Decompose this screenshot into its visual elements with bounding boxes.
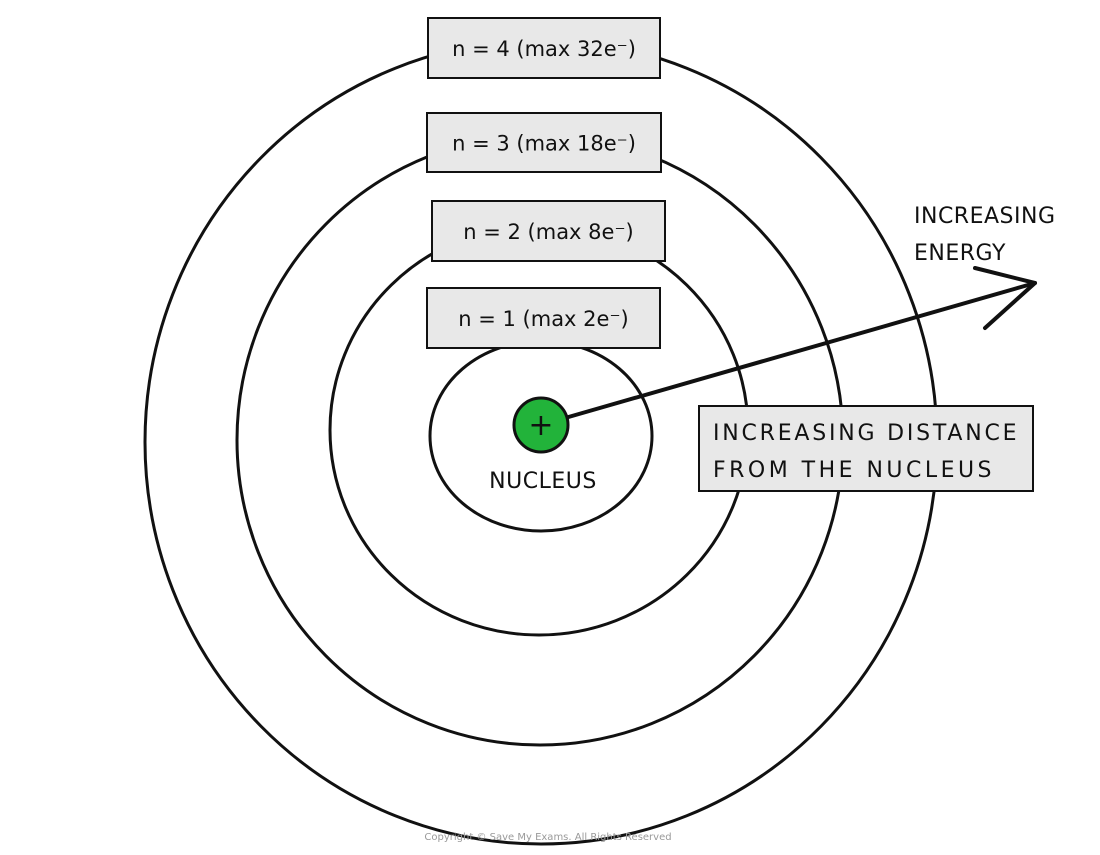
nucleus-plus-sign: + [528, 408, 553, 443]
distance-label-box [698, 405, 1034, 492]
distance-label-line1: INCREASING DISTANCE [713, 421, 1018, 446]
energy-label-line1: INCREASING [914, 204, 1056, 229]
shell-label-2: n = 2 (max 8e⁻) [463, 220, 633, 244]
energy-arrow-head [973, 266, 1037, 330]
nucleus-label: NUCLEUS [489, 469, 597, 494]
shell-label-box-4 [427, 17, 661, 79]
shell-label-1: n = 1 (max 2e⁻) [458, 307, 628, 331]
shell-label-4: n = 4 (max 32e⁻) [452, 37, 636, 61]
energy-arrow-shaft [563, 281, 1037, 420]
energy-label-line2: ENERGY [914, 241, 1006, 266]
copyright: Copyright © Save My Exams. All Rights Re… [424, 832, 671, 843]
nucleus [512, 396, 570, 454]
shell-label-box-1 [426, 287, 661, 349]
shell-label-3: n = 3 (max 18e⁻) [452, 132, 636, 156]
shell-label-box-3 [426, 112, 662, 173]
shell-label-box-2 [431, 200, 666, 262]
distance-label-line2: FROM THE NUCLEUS [713, 458, 993, 483]
